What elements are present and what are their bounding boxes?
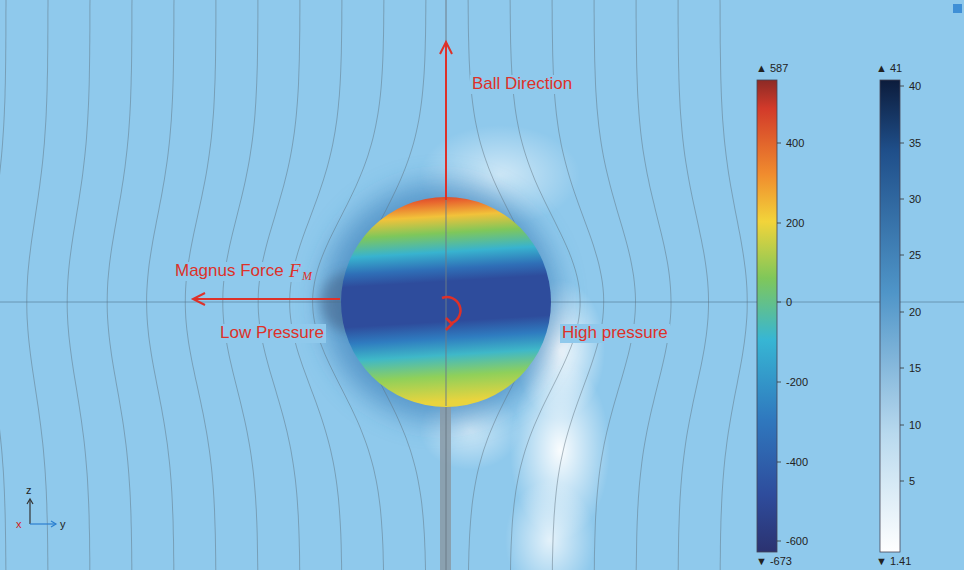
colorbar-tick: 40 [909, 80, 921, 92]
tick-mark [900, 86, 904, 87]
colorbar-tick: 15 [909, 362, 921, 374]
streamline [27, 0, 48, 570]
streamline [258, 0, 300, 570]
axis-label: y [60, 518, 66, 530]
spin-arrow [442, 297, 460, 330]
colorbar-tick: -200 [786, 376, 808, 388]
force-label: Magnus Force [173, 262, 286, 281]
colorbar-ticks [777, 86, 904, 541]
corner-icon [953, 4, 962, 13]
tick-mark [900, 425, 904, 426]
direction-label: Ball Direction [470, 75, 574, 94]
colorbar-tick: 35 [909, 137, 921, 149]
axis-triad [27, 499, 56, 527]
tick-mark [900, 143, 904, 144]
colorbar-tick: -400 [786, 456, 808, 468]
tick-mark [777, 382, 781, 383]
colorbar-tick: 200 [786, 217, 804, 229]
pressure-colorbar [757, 80, 777, 552]
tick-mark [900, 255, 904, 256]
tick-mark [777, 462, 781, 463]
colorbar-tick: 10 [909, 419, 921, 431]
streamline [290, 0, 342, 570]
pressure-label: High pressure [560, 324, 670, 343]
tick-mark [777, 223, 781, 224]
streamline [636, 0, 671, 570]
colorbar-min: ▼ 1.41 [876, 555, 911, 567]
ball-seam [445, 198, 446, 406]
magnus-arrow [193, 293, 340, 305]
colorbar-tick: 0 [786, 296, 792, 308]
streamline [147, 0, 174, 570]
ball-surface [341, 197, 551, 407]
streamline [107, 0, 132, 570]
colorbar-tick: 30 [909, 193, 921, 205]
streamline [678, 0, 708, 570]
tick-mark [900, 481, 904, 482]
colorbar-tick: 5 [909, 475, 915, 487]
colorbar-max: ▲ 587 [756, 62, 788, 74]
streamline [67, 0, 90, 570]
streamlines [0, 0, 747, 570]
tick-mark [777, 302, 781, 303]
axis-label: z [26, 484, 32, 496]
tick-mark [900, 312, 904, 313]
force-subscript: M [302, 270, 312, 283]
colorbar-tick: -600 [786, 535, 808, 547]
streamline [0, 0, 6, 570]
tick-mark [777, 541, 781, 542]
tick-mark [777, 143, 781, 144]
center-streamline [446, 0, 447, 570]
velocity-halo [322, 184, 558, 420]
streamline [594, 0, 635, 570]
colorbar-tick: 25 [909, 249, 921, 261]
direction-arrow [440, 42, 452, 200]
pressure-label: Low Pressure [218, 324, 326, 343]
colorbar-max: ▲ 41 [876, 62, 902, 74]
force-symbol: F [289, 261, 301, 282]
colorbar-tick: 400 [786, 137, 804, 149]
tick-mark [900, 199, 904, 200]
axis-label: x [16, 518, 22, 530]
colorbar-min: ▼ -673 [756, 555, 792, 567]
streamline [720, 0, 747, 570]
velocity-colorbar [880, 80, 900, 552]
tick-mark [900, 368, 904, 369]
colorbar-tick: 20 [909, 306, 921, 318]
streamline [185, 0, 216, 570]
streamline [223, 0, 258, 570]
